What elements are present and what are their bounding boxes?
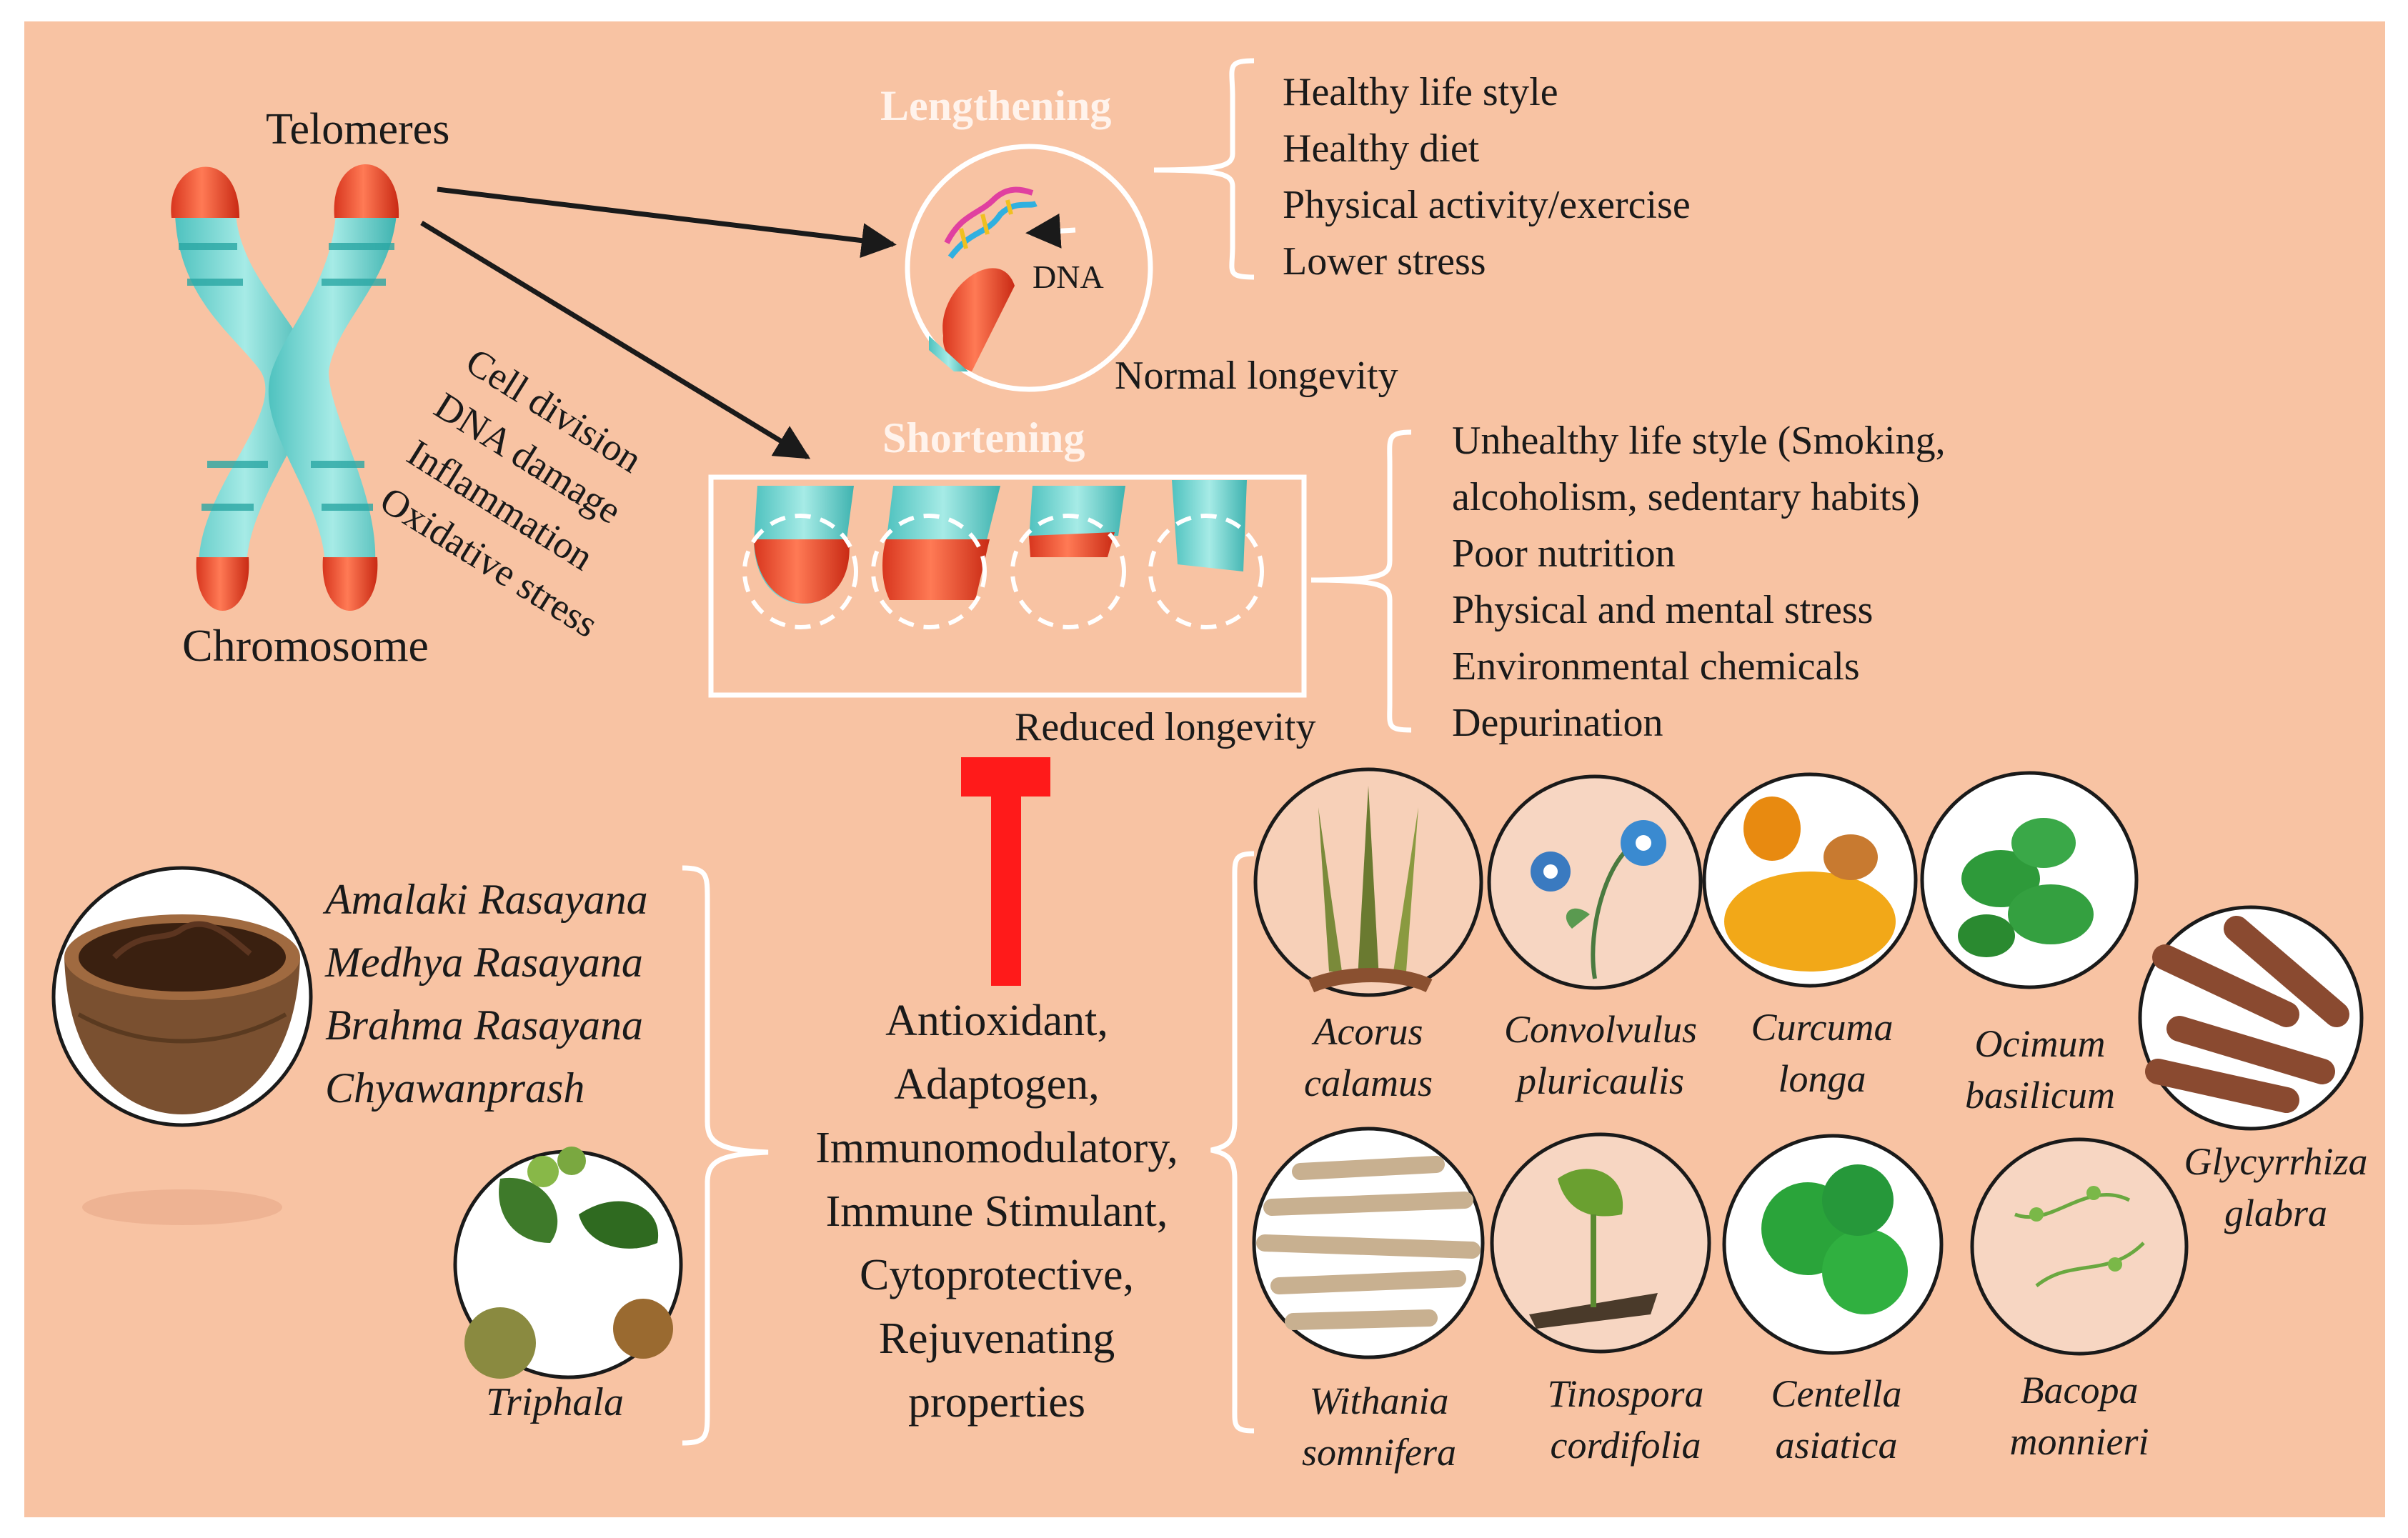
rasayana-bowl-image [51,866,313,1225]
acorus-calamus-image [1253,767,1483,997]
tinospora-cordifolia-image [1490,1132,1711,1354]
plant-name-line: somnifera [1302,1431,1456,1474]
rasayana-list: Amalaki Rasayana Medhya Rasayana Brahma … [325,868,648,1119]
rasayana-item: Medhya Rasayana [325,939,643,986]
plant-name-line: longa [1778,1057,1866,1100]
lengthening-dna-graphic [905,144,1153,392]
plant-name-line: Curcuma [1751,1006,1894,1049]
triphala-label: Triphala [486,1380,624,1424]
inhibition-symbol [961,757,1050,986]
arrow-to-lengthening [437,186,897,259]
property-item: Adaptogen, [894,1060,1100,1109]
telomeres-label: Telomeres [266,105,450,154]
property-item: properties [908,1378,1085,1427]
plant-label-centella-asiatica: Centella asiatica [1743,1368,1929,1471]
rasayana-item: Chyawanprash [325,1064,585,1112]
plant-name-line: pluricaulis [1516,1059,1684,1102]
convolvulus-pluricaulis-image [1487,774,1703,990]
chromosome-graphic [171,164,399,611]
lengthening-factor: Lower stress [1283,239,1486,284]
curcuma-longa-image [1702,772,1918,988]
plant-label-withania-somnifera: Withania somnifera [1279,1375,1479,1478]
chromosome-label: Chromosome [182,620,429,671]
property-item: Immune Stimulant, [825,1187,1168,1236]
normal-longevity-label: Normal longevity [1115,354,1398,398]
reduced-longevity-label: Reduced longevity [1015,705,1316,749]
plant-name-line: Withania [1309,1379,1449,1422]
plant-label-tinospora-cordifolia: Tinospora cordifolia [1522,1368,1729,1471]
shortening-brace [1310,429,1412,733]
plant-label-ocimum-basilicum: Ocimum basilicum [1944,1018,2136,1121]
shortening-box [708,474,1307,698]
lengthening-factor: Physical activity/exercise [1283,183,1691,227]
bacopa-monnieri-image [1970,1137,2189,1356]
plant-name-line: Tinospora [1547,1372,1704,1415]
plant-name-line: Bacopa [2020,1369,2139,1412]
rasayana-item: Amalaki Rasayana [325,876,648,923]
arrow-to-shortening [420,221,811,459]
centella-asiatica-image [1722,1134,1944,1355]
rasayana-brace [682,865,769,1446]
dna-label: DNA [1033,259,1104,295]
lengthening-brace [1153,58,1255,280]
shortening-factor: Physical and mental stress [1452,588,1874,632]
property-item: Cytoprotective, [860,1251,1134,1299]
shortening-factor: alcoholism, sedentary habits) [1452,475,1920,519]
triphala-image [453,1147,683,1379]
glycyrrhiza-glabra-image [2138,905,2364,1131]
plant-name-line: Acorus [1313,1010,1423,1053]
plant-name-line: cordifolia [1550,1424,1701,1467]
plant-name-line: asiatica [1775,1424,1898,1467]
shortening-factor: Poor nutrition [1452,531,1676,576]
shortening-title: Shortening [882,414,1085,461]
shortening-factor: Unhealthy life style (Smoking, [1452,419,1946,463]
plant-label-bacopa-monnieri: Bacopa monnieri [1979,1364,2179,1467]
shortening-factors: Unhealthy life style (Smoking, alcoholis… [1452,413,1946,751]
plant-name-line: calamus [1304,1062,1433,1104]
lengthening-factor: Healthy diet [1283,126,1480,171]
plant-label-curcuma-longa: Curcuma longa [1729,1002,1915,1104]
property-item: Rejuvenating [878,1314,1115,1363]
lengthening-title: Lengthening [880,82,1112,129]
withania-somnifera-image [1252,1127,1485,1359]
plant-name-line: basilicum [1965,1074,2115,1117]
plant-name-line: Ocimum [1974,1022,2106,1065]
shortening-telomeres-graphic [742,480,1264,629]
property-item: Antioxidant, [885,997,1108,1045]
plant-label-convolvulus-pluricaulis: Convolvulus pluricaulis [1486,1004,1715,1107]
lengthening-factor: Healthy life style [1283,70,1558,114]
plant-name-line: monnieri [2009,1420,2149,1463]
shortening-factor: Depurination [1452,701,1663,745]
plants-brace [1210,851,1255,1434]
properties-list: Antioxidant, Adaptogen, Immunomodulatory… [779,989,1215,1434]
plant-label-glycyrrhiza-glabra: Glycyrrhiza glabra [2165,1136,2387,1239]
ocimum-basilicum-image [1920,771,2139,989]
property-item: Immunomodulatory, [815,1124,1178,1172]
plant-name-line: Centella [1771,1372,1902,1415]
shortening-factor: Environmental chemicals [1452,644,1860,689]
rasayana-item: Brahma Rasayana [325,1002,643,1049]
plant-label-acorus-calamus: Acorus calamus [1283,1006,1454,1109]
plant-name-line: glabra [2224,1192,2328,1234]
plant-name-line: Convolvulus [1504,1008,1697,1051]
lengthening-factors: Healthy life style Healthy diet Physical… [1283,64,1691,290]
plant-name-line: Glycyrrhiza [2184,1140,2368,1183]
